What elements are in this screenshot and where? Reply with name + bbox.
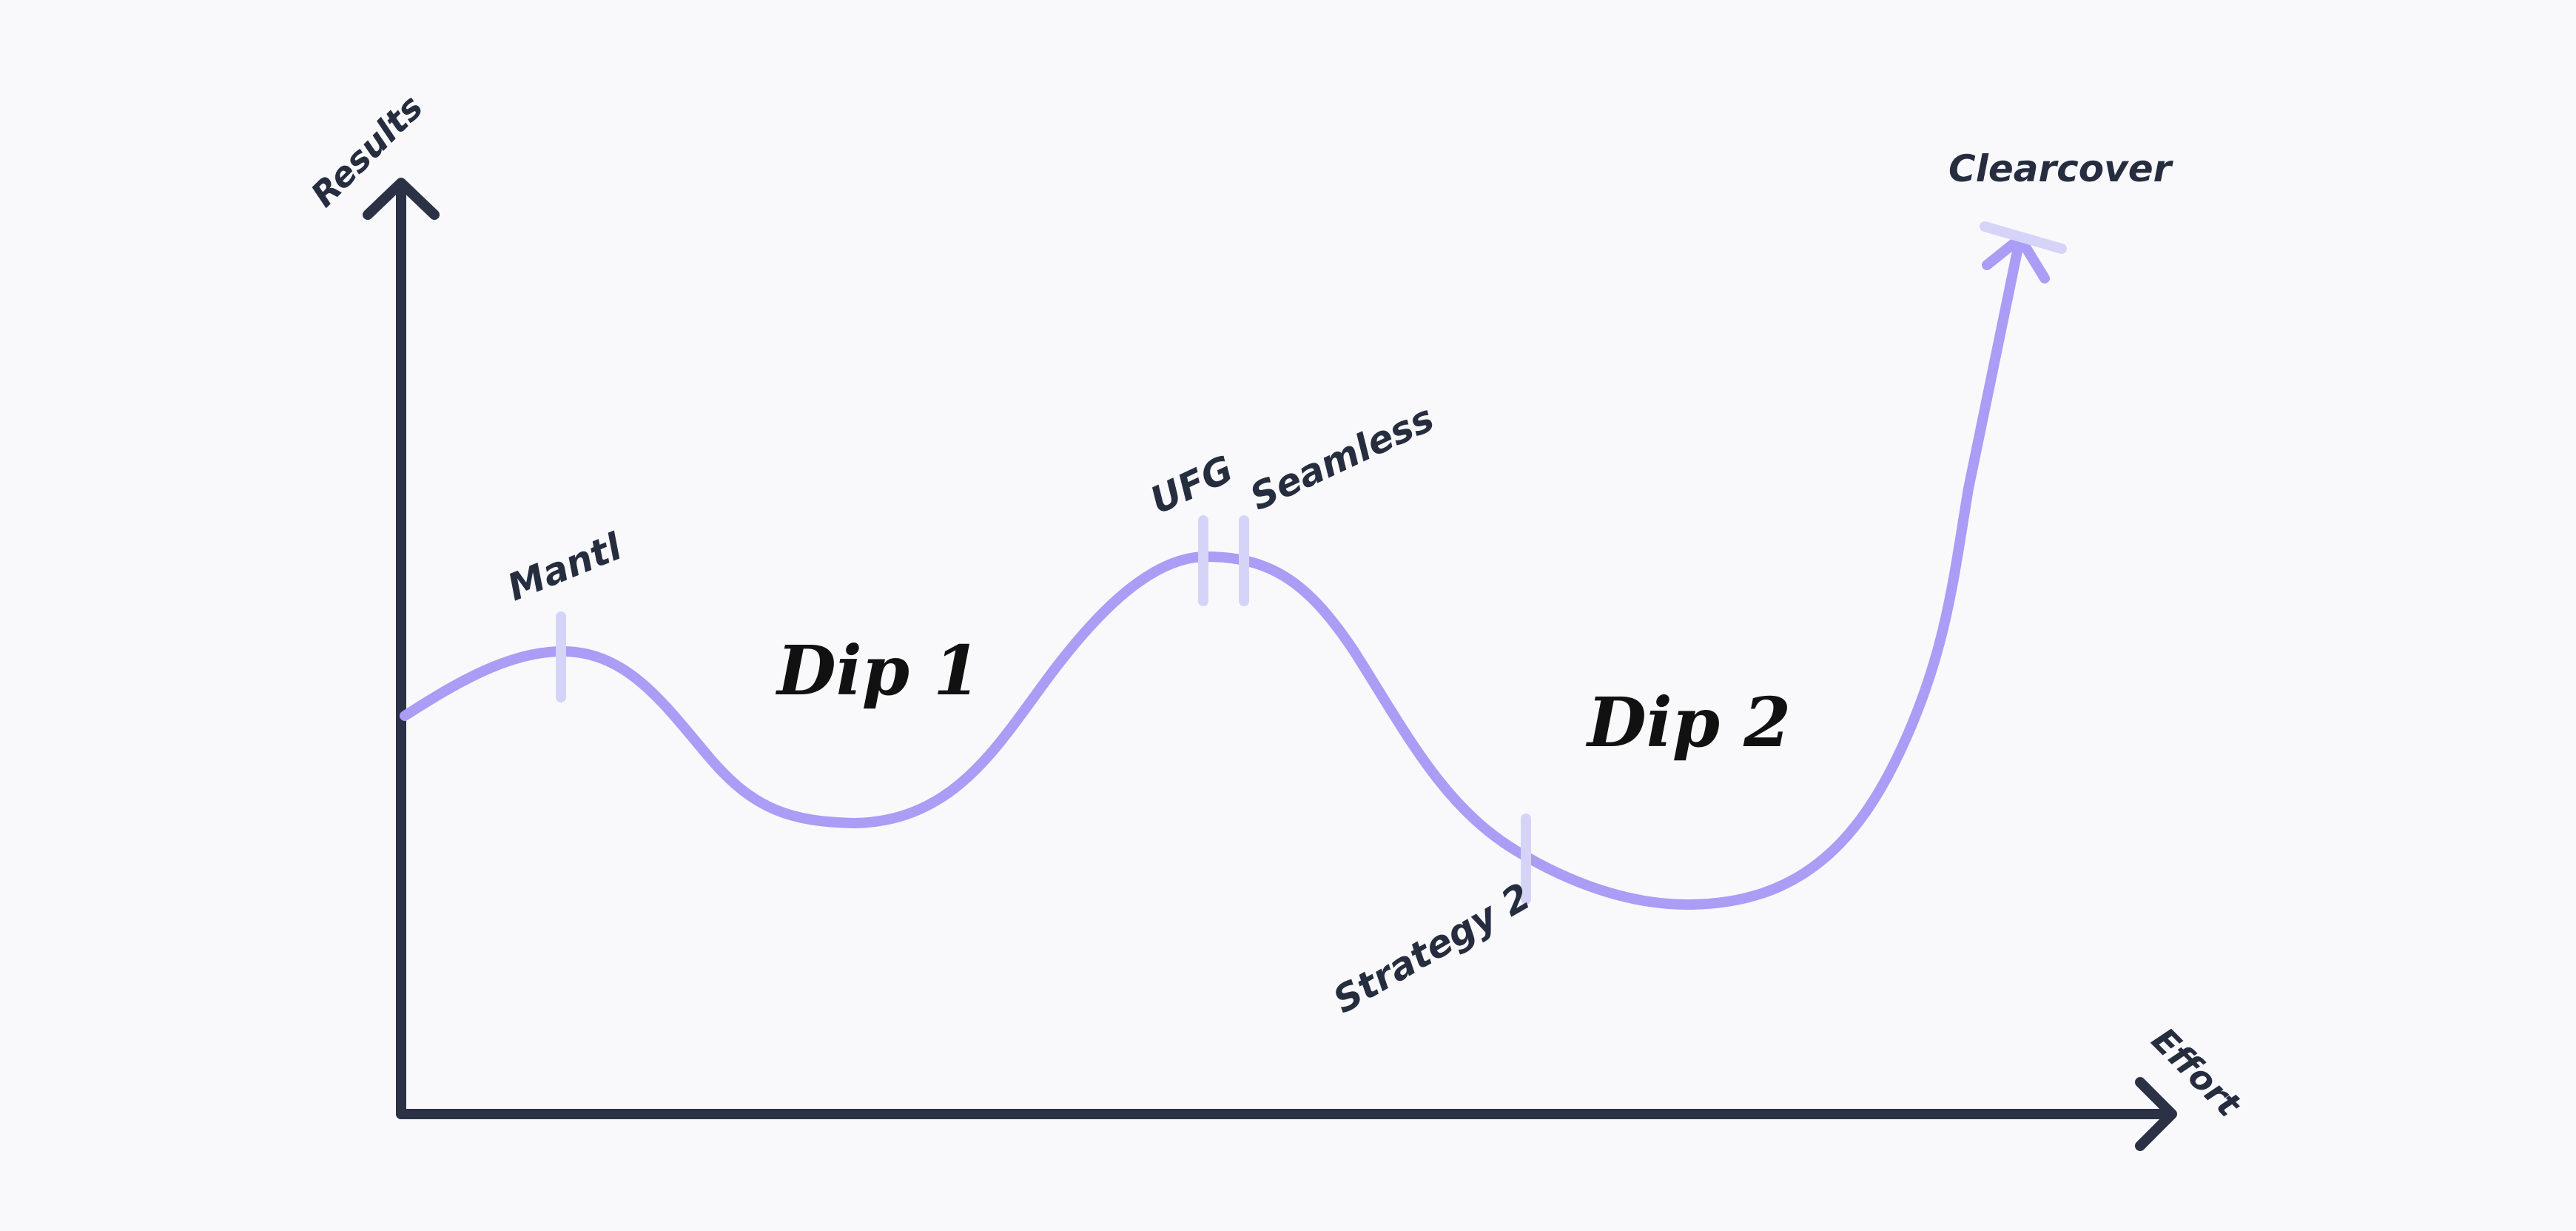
axes <box>363 178 2177 1151</box>
y-axis-arrowhead <box>363 178 440 220</box>
dip1-label: Dip 1 <box>775 631 981 711</box>
clearcover-label: Clearcover <box>1948 147 2174 190</box>
seamless-label: Seamless <box>1244 397 1441 519</box>
results-curve <box>400 232 2025 910</box>
tick-marks <box>556 221 2067 905</box>
clearcover-tick <box>1980 221 2067 254</box>
dip2-label: Dip 2 <box>1585 682 1791 762</box>
strategy2-label: Strategy 2 <box>1326 875 1538 1022</box>
mantl-label: Mantl <box>502 525 628 609</box>
ufg-label: UFG <box>1144 447 1240 523</box>
x-axis-arrowhead <box>2135 1077 2177 1151</box>
